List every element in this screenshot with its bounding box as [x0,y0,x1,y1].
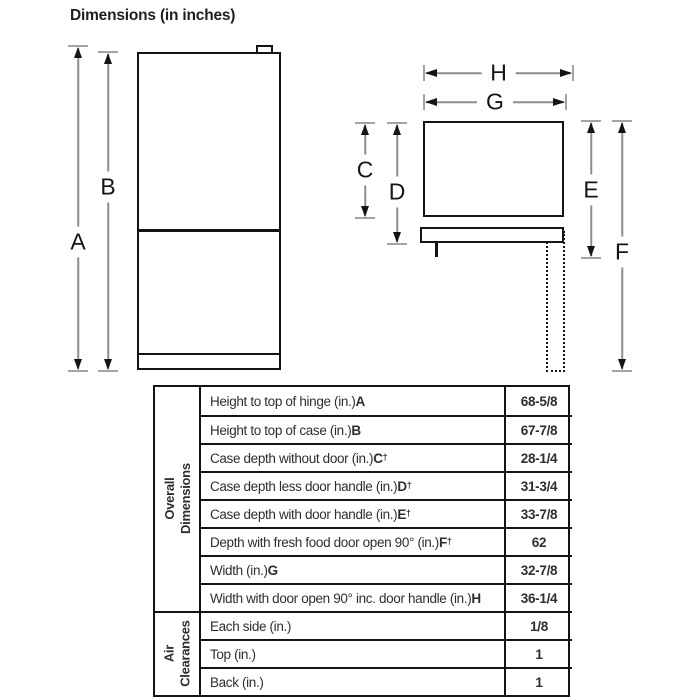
arrowhead-down-icon [104,359,112,370]
tick-mark [387,122,407,124]
tick-mark [423,94,425,110]
table-row-value: 68-5/8 [504,387,572,415]
arrow-shaft [77,48,79,369]
table-row-value: 1 [504,667,572,695]
table-row-label: Top (in.) [199,639,504,667]
arrowhead-down-icon [74,359,82,370]
dimension-label-g: G [477,90,513,114]
arrowhead-down-icon [361,206,369,217]
dimension-arrow-c: C [354,122,376,219]
arrowhead-up-icon [361,124,369,135]
door-handle-mark [435,243,438,257]
table-row-label: Case depth less door handle (in.) D† [199,471,504,499]
section-header-overall-dimensions: Overall Dimensions [155,387,199,611]
dimension-label-f: F [612,236,632,268]
table-row-label: Height to top of hinge (in.) A [199,387,504,415]
arrowhead-left-icon [425,69,437,77]
tick-mark [572,65,574,81]
arrowhead-left-icon [425,98,437,106]
tick-mark [612,120,632,122]
dimension-arrow-h: H [423,61,574,85]
dimension-arrow-g: G [423,90,567,114]
arrowhead-up-icon [74,47,82,58]
fridge-front-outline [137,52,281,370]
arrow-shaft [107,54,109,369]
arrowhead-down-icon [587,246,595,257]
table-row-label: Width (in.) G [199,555,504,583]
dimension-arrow-f: F [612,120,632,372]
table-row-label: Height to top of case (in.) B [199,415,504,443]
table-row-label: Depth with fresh food door open 90° (in.… [199,527,504,555]
table-row-value: 62 [504,527,572,555]
arrowhead-down-icon [618,359,626,370]
table-row-value: 31-3/4 [504,471,572,499]
tick-mark [98,51,118,53]
dimension-label-c: C [354,154,376,186]
dimensions-table: Overall Dimensions Height to top of hing… [153,385,572,697]
freezer-divider-line [139,229,279,232]
table-row-value: 28-1/4 [504,443,572,471]
tick-mark [98,370,118,372]
dimension-label-b: B [98,171,118,203]
tick-mark [581,120,601,122]
dimension-arrow-a: A [68,45,88,372]
section-header-text: Overall Dimensions [161,463,192,535]
tick-mark [612,370,632,372]
arrowhead-up-icon [104,53,112,64]
door-open-90-dashed-outline [546,231,565,372]
dimension-label-e: E [581,174,601,206]
section-header-air-clearances: Air Clearances [155,611,199,695]
dimension-arrow-b: B [98,51,118,372]
page-title: Dimensions (in inches) [70,7,236,24]
dimension-arrow-d: D [386,122,408,245]
tick-mark [565,94,567,110]
dimension-label-a: A [68,226,88,258]
arrowhead-up-icon [587,122,595,133]
table-row-label: Back (in.) [199,667,504,695]
table-row-value: 32-7/8 [504,555,572,583]
dimension-label-h: H [481,61,516,85]
arrowhead-up-icon [393,124,401,135]
tick-mark [423,65,425,81]
table-row-value: 1/8 [504,611,572,639]
case-top-outline [423,121,564,217]
table-row-value: 67-7/8 [504,415,572,443]
section-header-text: Air Clearances [161,620,193,688]
tick-mark [355,217,375,219]
dimension-arrow-e: E [581,120,601,259]
table-row-value: 33-7/8 [504,499,572,527]
arrowhead-down-icon [393,232,401,243]
dimension-label-d: D [386,176,408,208]
kickplate-line [139,353,279,355]
tick-mark [68,45,88,47]
arrowhead-right-icon [553,98,565,106]
tick-mark [355,122,375,124]
table-row-label: Each side (in.) [199,611,504,639]
tick-mark [387,243,407,245]
table-row-label: Case depth without door (in.) C† [199,443,504,471]
table-row-label: Case depth with door handle (in.) E† [199,499,504,527]
arrowhead-up-icon [618,122,626,133]
arrowhead-right-icon [560,69,572,77]
tick-mark [68,370,88,372]
table-row-value: 1 [504,639,572,667]
table-row-label: Width with door open 90° inc. door handl… [199,583,504,611]
table-row-value: 36-1/4 [504,583,572,611]
door-top-outline [420,227,564,243]
tick-mark [581,257,601,259]
